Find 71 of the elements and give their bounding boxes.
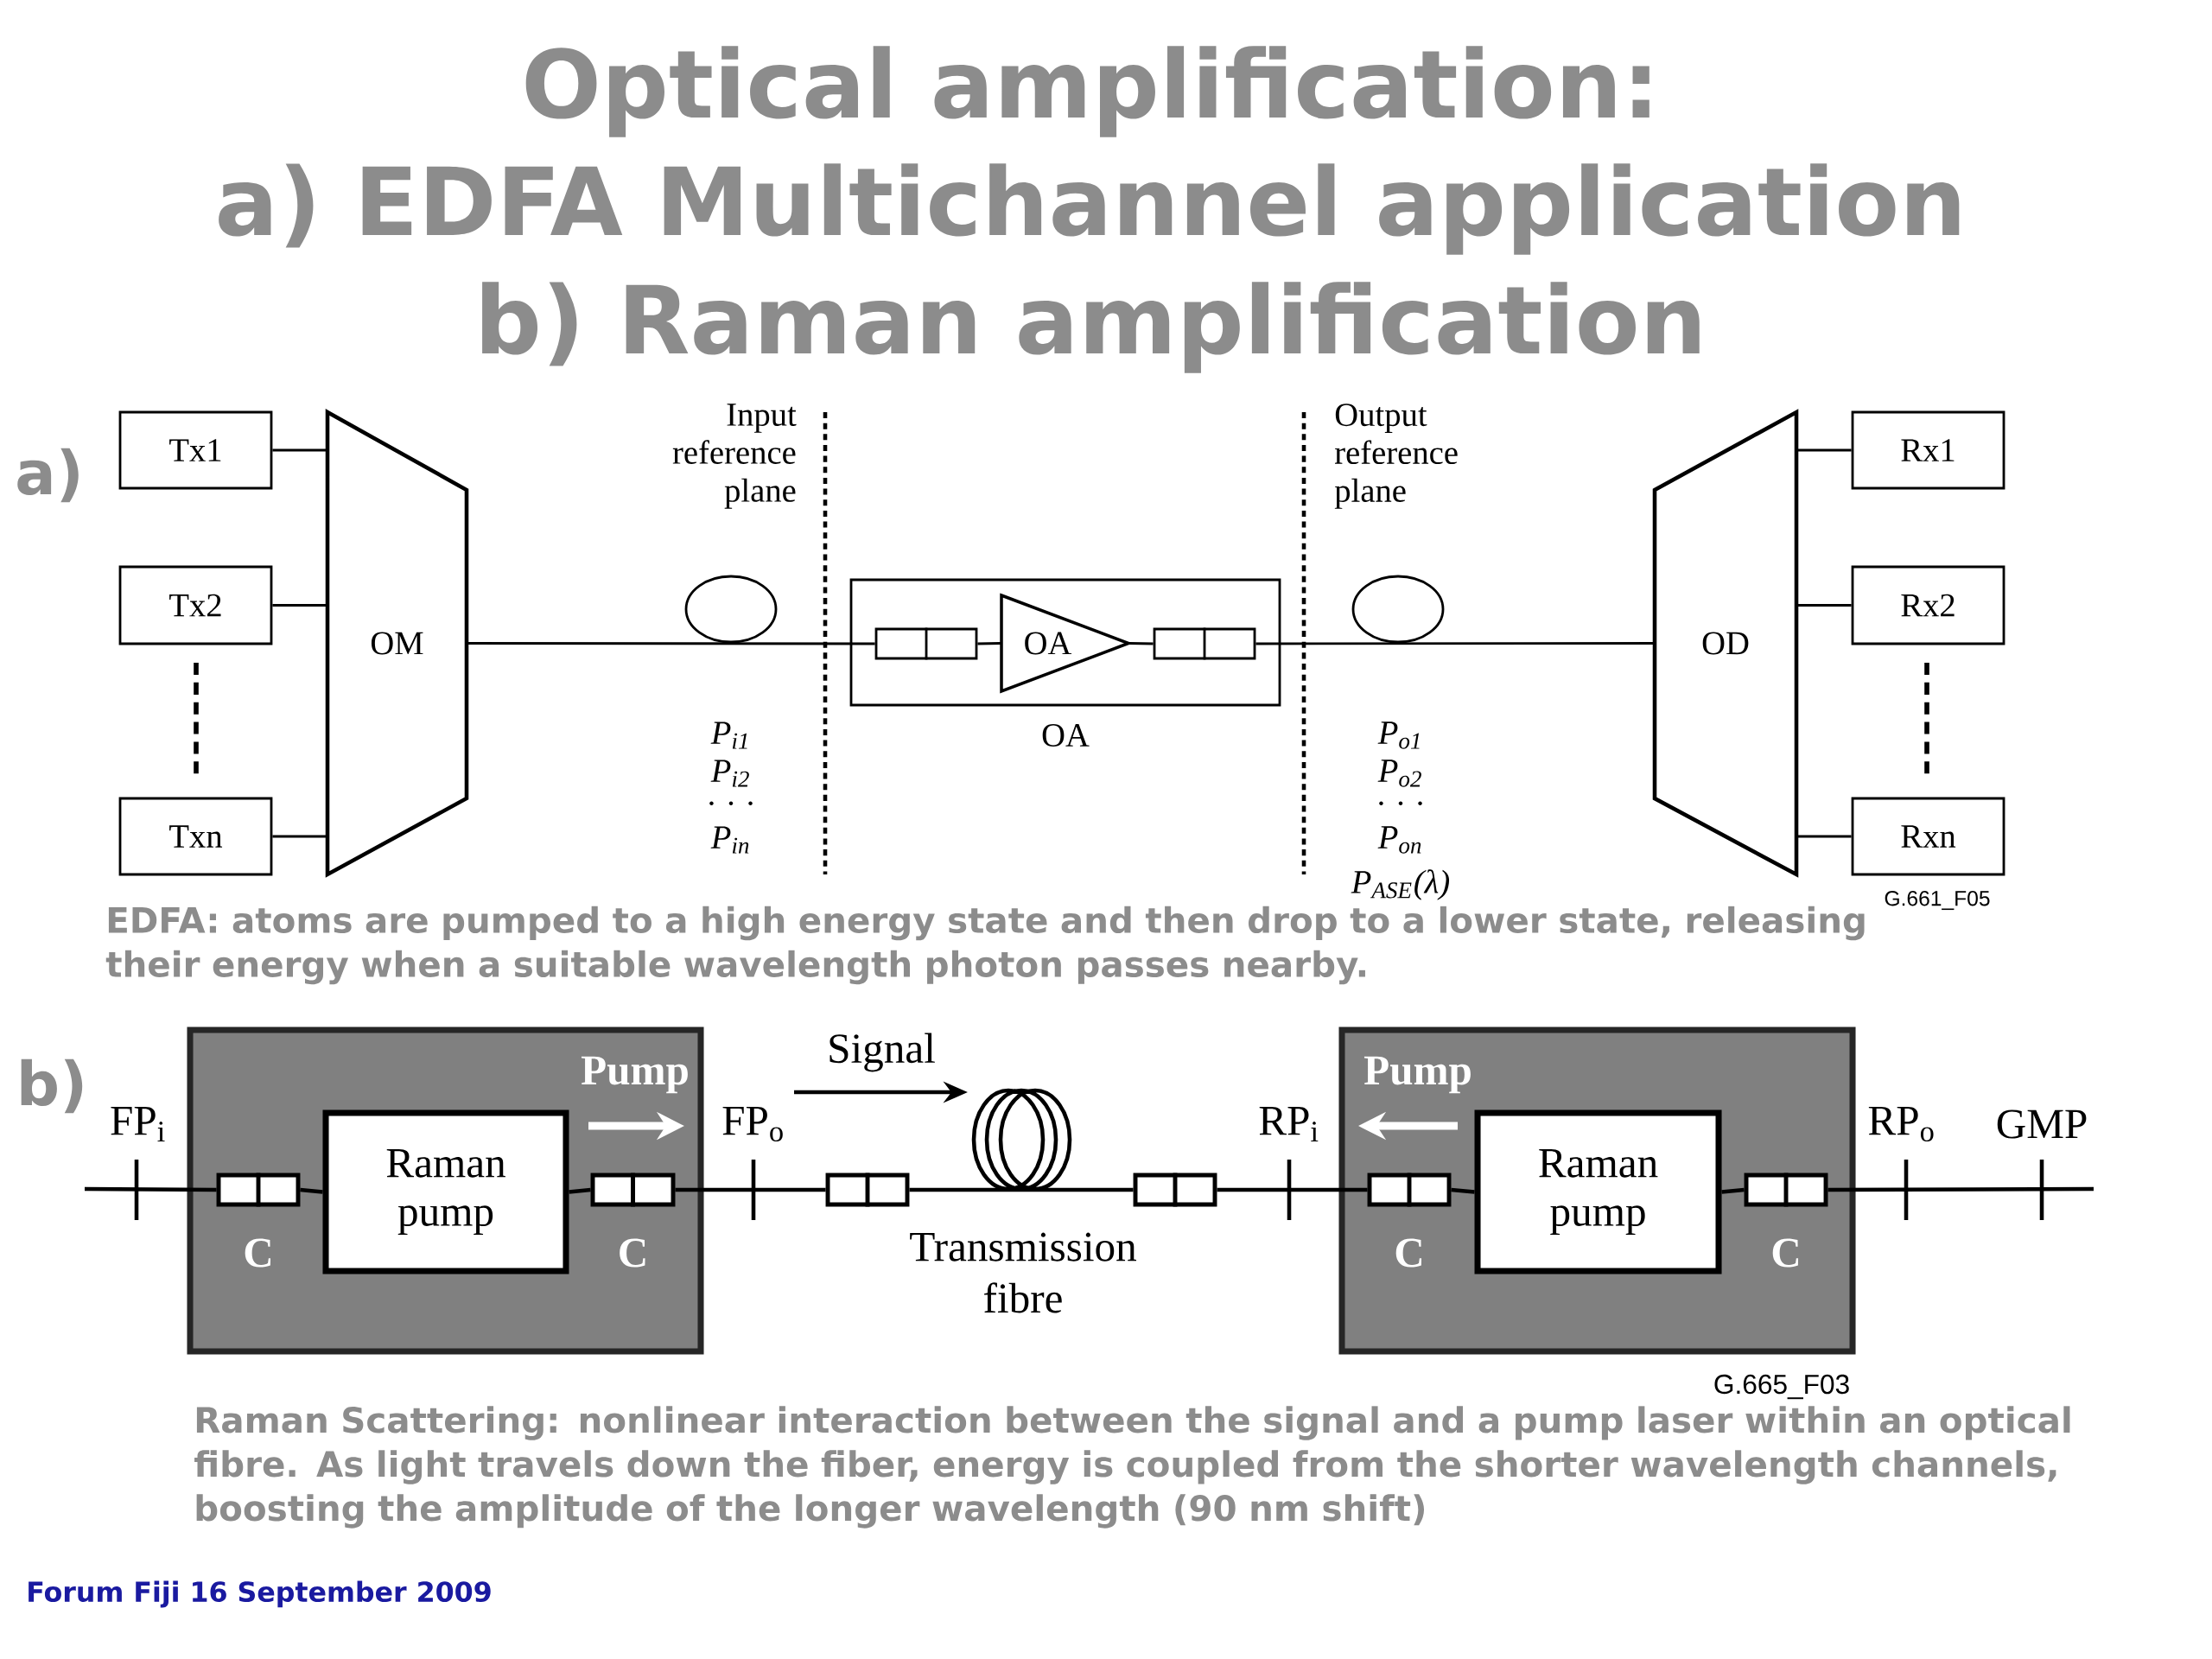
connector-line — [675, 1187, 826, 1192]
connector-line — [1255, 642, 1655, 645]
connector-line — [1796, 448, 1852, 452]
power-label: P$_{o1}$ — [1377, 721, 1420, 749]
raman-pump-box: Raman pump — [1474, 1109, 1722, 1274]
ellipsis-dots: · · · — [1379, 801, 1422, 806]
power-label: P$_{in}$ — [710, 826, 749, 854]
tx-box: Tx2 — [118, 565, 273, 645]
connector-line — [272, 604, 327, 607]
connector — [1153, 627, 1256, 660]
connector — [1744, 1173, 1828, 1207]
connector-line — [300, 1187, 323, 1194]
connector-line — [977, 642, 1001, 645]
rx-box: Rx2 — [1851, 565, 2005, 645]
rx-box: Rxn — [1851, 797, 2005, 876]
connector — [590, 1173, 676, 1207]
tx-box: Txn — [118, 797, 273, 876]
connector-line — [1451, 1187, 1475, 1194]
demultiplexer-trapezoid: OD — [1652, 409, 1799, 878]
connector-line — [1796, 835, 1852, 838]
signal-label: GMP — [1997, 1109, 2087, 1139]
connector-line — [272, 448, 327, 452]
power-label: P$_{i1}$ — [710, 721, 747, 749]
footer-text: Forum Fiji 16 September 2009 — [29, 1580, 491, 1608]
panel-label: a) — [17, 448, 79, 503]
component-label: OA — [1042, 724, 1090, 747]
amplifier-box — [849, 578, 1281, 707]
signal-label: Signal — [830, 1033, 935, 1072]
connector-line — [85, 1186, 217, 1192]
component-label: C — [245, 1238, 271, 1268]
connector-line — [1721, 1187, 1745, 1194]
pump-label: Pump — [1363, 1056, 1471, 1094]
signal-label: RP$_{i}$ — [1259, 1107, 1319, 1141]
connector — [874, 627, 978, 660]
connector — [825, 1173, 910, 1207]
connector-line — [467, 642, 875, 645]
description-text: Raman Scattering: nonlinear interaction between the signal and a pump laser within an optical fibre. As light travels down the fiber, energy is coupled from the shorter wavelength channels, boosting the amplitude of the longer wavelength (90 nm shift) — [194, 1406, 2070, 1529]
ellipsis-dots: · · · — [709, 801, 753, 806]
signal-label: FP$_{o}$ — [722, 1106, 783, 1142]
power-label: P$_{on}$ — [1377, 826, 1421, 854]
component-label: C — [620, 1238, 645, 1268]
fibre-label: Transmission fibre — [910, 1232, 1136, 1313]
connector — [216, 1173, 301, 1207]
power-label: P$_{o2}$ — [1377, 760, 1421, 787]
rx-box: Rx1 — [1851, 410, 2005, 490]
signal-label: RP$_{o}$ — [1868, 1106, 1934, 1142]
connector — [1367, 1173, 1452, 1207]
component-label: C — [1395, 1238, 1422, 1268]
component-label: C — [1772, 1238, 1799, 1268]
tx-box: Tx1 — [118, 410, 273, 490]
panel-label: b) — [21, 1058, 83, 1114]
subtitle: a) EDFA Multichannel application — [219, 163, 1960, 255]
plane-label: Input reference plane — [672, 404, 797, 509]
connector-line — [1827, 1186, 2094, 1192]
connector-line — [272, 835, 327, 838]
signal-label: FP$_{i}$ — [111, 1107, 165, 1141]
connector — [1133, 1173, 1217, 1207]
subtitle: b) Raman amplification — [482, 282, 1700, 373]
connector-line — [569, 1187, 591, 1194]
connector-line — [1796, 604, 1852, 607]
title: Optical amplification: — [525, 46, 1649, 137]
power-label: P$_{ASE}$(λ) — [1351, 869, 1450, 900]
power-label: P$_{i2}$ — [710, 760, 749, 787]
description-text: EDFA: atoms are pumped to a high energy state and then drop to a lower state, releasing their energy when a suitable wavelength photon passes nearby. — [105, 906, 1865, 985]
pump-label: Pump — [581, 1056, 688, 1094]
raman-pump-box: Raman pump — [322, 1109, 569, 1274]
connector-line — [1217, 1187, 1368, 1192]
connector-line — [909, 1187, 1134, 1192]
connector-line — [1128, 642, 1154, 645]
figure-number: G.665_F03 — [1714, 1374, 1849, 1400]
plane-label: Output reference plane — [1334, 404, 1458, 509]
